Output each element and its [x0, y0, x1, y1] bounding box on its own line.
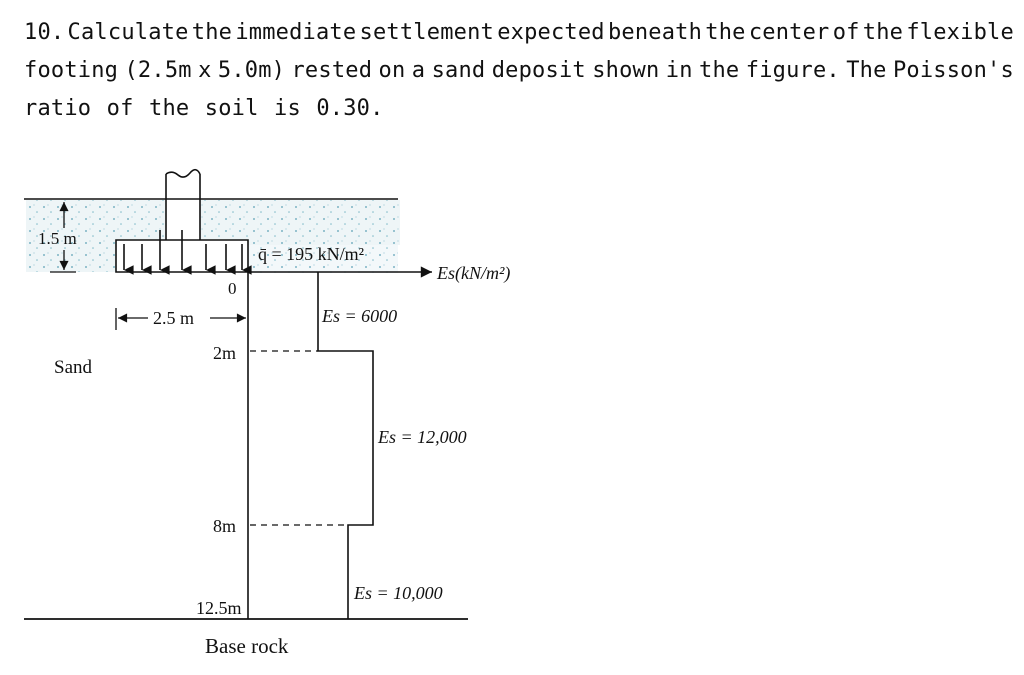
- question-word: settlement: [359, 20, 494, 45]
- question-word: x: [198, 58, 212, 83]
- layer-1-es-label: Es = 6000: [321, 306, 397, 326]
- question-word: Calculate: [67, 20, 189, 45]
- question-word: figure.: [745, 58, 840, 83]
- soil-label: Sand: [54, 357, 93, 378]
- question-word: the: [699, 58, 740, 83]
- depth-label: 1.5 m: [38, 229, 77, 248]
- question-word: 10.: [24, 20, 65, 45]
- width-label: 2.5 m: [153, 308, 194, 328]
- question-word: expected: [497, 20, 605, 45]
- question-word: footing: [24, 58, 119, 83]
- layer-2-es-label: Es = 12,000: [377, 427, 467, 447]
- question-word: the: [862, 20, 904, 45]
- layer-3-bottom-depth: 12.5m: [196, 598, 242, 618]
- question-line-3: ratio of the soil is 0.30.: [24, 96, 384, 121]
- layer-3-es-label: Es = 10,000: [353, 583, 443, 603]
- es-profile: [317, 272, 374, 619]
- question-word: a: [411, 58, 426, 83]
- layer-2-bottom-depth: 8m: [213, 516, 236, 536]
- depth-dimension: [50, 202, 76, 273]
- es-axis-label: Es(kN/m²): [436, 263, 510, 284]
- width-dimension: [115, 308, 246, 330]
- question-word: on: [378, 58, 406, 83]
- load-label: q̄ = 195 kN/m²: [258, 244, 364, 264]
- base-rock-label: Base rock: [205, 634, 289, 658]
- question-word: (2.5m: [124, 58, 192, 83]
- question-word: sand: [431, 58, 486, 83]
- question-word: shown: [592, 58, 660, 83]
- layer-1-bottom-depth: 2m: [213, 343, 236, 363]
- question-word: center: [748, 20, 830, 45]
- question-word: flexible: [906, 20, 1014, 45]
- question-word: the: [705, 20, 746, 45]
- question-word: immediate: [235, 20, 357, 45]
- question-word: beneath: [607, 20, 703, 45]
- question-word: rested: [291, 58, 373, 83]
- question-word: of: [832, 20, 860, 45]
- question-word: in: [665, 58, 693, 83]
- layer-boundaries: [250, 350, 348, 526]
- column-break-line: [165, 168, 201, 178]
- question-word: the: [191, 20, 233, 45]
- question-word: deposit: [491, 58, 586, 83]
- question-word: 5.0m): [217, 58, 286, 83]
- column: [165, 174, 201, 240]
- question-word: The: [846, 58, 887, 83]
- zero-depth-label: 0: [228, 279, 237, 298]
- load-arrows: [123, 230, 252, 275]
- question-word: Poisson's: [892, 58, 1014, 83]
